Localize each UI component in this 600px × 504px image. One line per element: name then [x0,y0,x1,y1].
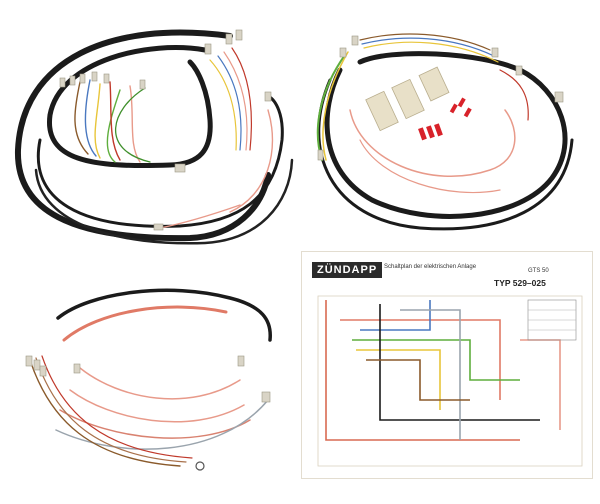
connectors-top-right [317,35,564,161]
schematic-yellow-line [356,349,441,410]
wiring-diagram-card: ZÜNDAPP Schaltplan der elektrischen Anla… [302,252,592,478]
model-label: GTS 50 [528,268,549,274]
schematic-red-line-2 [340,319,501,400]
wire-yellow [94,83,101,159]
outer-black-cable [36,94,284,228]
wire-red-bundle [41,355,193,459]
brand-logo: ZÜNDAPP [312,262,383,278]
connectors-top-left [59,29,272,231]
wiring-schematic [317,295,583,467]
schematic-brown-line [366,359,470,401]
wire-pink-long [359,139,501,194]
schematic-border [317,295,583,467]
wire-pink-1 [79,367,241,400]
wire-bundle-right [209,59,237,151]
wire-pink-loop [349,109,516,178]
wire-grey [55,399,269,450]
harness-bottom-left [25,288,272,471]
wire-bundle-top-2 [361,37,495,57]
wire-green-long [114,87,151,163]
wire-pink [129,85,141,163]
second-outer-cable [34,158,294,245]
terminal-boards [365,66,450,132]
schematic-grey-line [400,309,461,440]
wire-brown [74,81,89,155]
wire-bundle-top-3 [363,41,499,63]
harness-top-left [14,29,294,245]
wire-bundle-right-3 [223,51,248,151]
wire-yellow-bundle [322,51,349,161]
schematic-green-line [352,339,520,381]
inner-black-loop [47,45,213,169]
wire-bundle-right-2 [217,55,242,151]
wire-green [106,89,121,163]
harness-top-right [316,33,574,231]
wire-bundle-right-4 [231,47,252,151]
wire-bundle-top [359,33,491,51]
wire-pink-2 [69,389,245,423]
diagram-subtitle: Schaltplan der elektrischen Anlage [384,264,477,270]
outer-black-loop [317,78,574,231]
pink-arc-cable [62,305,228,342]
main-black-loop [324,51,568,219]
wire-bottom-pink [159,204,241,229]
connectors-bottom-left [25,355,271,471]
schematic-red-line [325,300,520,441]
main-black-cable [14,29,271,242]
wire-blue [84,79,97,157]
red-connectors [418,97,472,141]
wire-red-right [499,69,529,121]
wire-right-pink-loop [229,109,274,213]
wire-brown-bundle-2 [35,357,187,463]
wire-red [109,81,121,161]
schematic-black-line [379,304,540,421]
wire-brown-bundle [29,359,181,467]
wire-pink-3 [59,409,251,439]
black-arc-cable [56,288,272,342]
type-label: TYP 529–025 [494,278,546,288]
